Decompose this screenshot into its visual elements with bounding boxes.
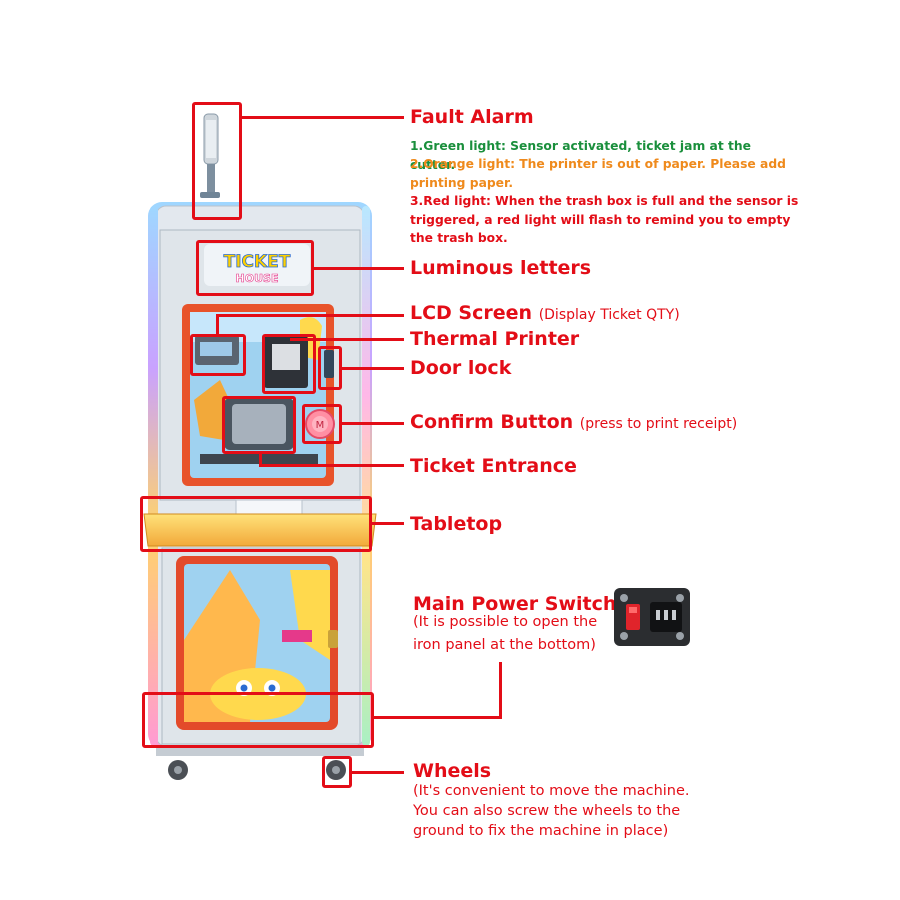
logo-text-house: HOUSE [236,272,279,285]
tabletop-connector [372,522,404,525]
confirm-button-note: (press to print receipt) [579,416,738,432]
wheel-shapes [156,748,364,780]
fault-alarm-label: Fault Alarm [410,106,534,128]
alarm-red-text: 3.Red light: When the trash box is full … [410,194,799,245]
power-note-line2: iron panel at the bottom) [413,637,596,653]
ticket-entrance-box [222,396,296,454]
door-lock-connector [342,367,404,370]
thermal-printer-box [262,334,316,394]
tabletop-shape [143,499,377,547]
alarm-green-text: 1.Green light: Sensor activated, ticket … [410,139,751,172]
confirm-button-label: Confirm Button (press to print receipt) [410,411,737,433]
luminous-letters-label: Luminous letters [410,257,592,279]
alarm-orange-text: 2.Orange light: The printer is out of pa… [410,157,786,190]
printer-connector [290,338,404,341]
lower-panel [161,547,361,745]
door-lock-box [318,346,342,390]
confirm-button-box [302,404,342,444]
confirm-connector [342,422,404,425]
ticket-entrance-connector-h [259,464,404,467]
lcd-connector-v [216,314,219,336]
power-connector-v [499,662,502,719]
wheels-note-line2: You can also screw the wheels to the [413,803,681,819]
tabletop-box [140,496,372,552]
alarm-lamp [200,113,220,198]
main-power-switch-label: Main Power Switch [413,593,617,615]
ticket-entrance-label: Ticket Entrance [410,455,577,477]
luminous-connector [314,267,404,270]
confirm-button-title: Confirm Button [410,411,574,433]
lcd-screen-title: LCD Screen [410,302,533,324]
thermal-printer-label: Thermal Printer [410,328,580,350]
wheel-box [322,756,352,788]
lcd-screen-note: (Display Ticket QTY) [538,307,680,323]
luminous-letters-box [196,240,314,296]
wheels-label: Wheels [413,760,492,782]
power-note-line1: (It is possible to open the [413,614,598,630]
upper-window: M [182,304,335,486]
ticket-house-logo: TICKET HOUSE [204,244,310,286]
wheel-connector [352,771,404,774]
ticket-entrance-connector-v [259,454,262,466]
lcd-screen-box [190,334,246,376]
wheels-note-line3: ground to fix the machine in place) [413,823,669,839]
tabletop-label: Tabletop [410,513,503,535]
lcd-screen-label: LCD Screen (Display Ticket QTY) [410,302,680,324]
lcd-connector-h1 [216,314,404,317]
door-lock-label: Door lock [410,357,512,379]
confirm-button-glyph: M [316,420,325,431]
wheels-note-line1: (It's convenient to move the machine. [413,783,690,799]
fault-alarm-box [192,102,242,220]
power-switch-photo [612,586,692,648]
power-connector-h [374,716,502,719]
power-switch-box [142,692,374,748]
fault-alarm-connector [242,116,404,119]
logo-text-ticket: TICKET [224,252,291,272]
power-switch-svg [614,588,690,646]
